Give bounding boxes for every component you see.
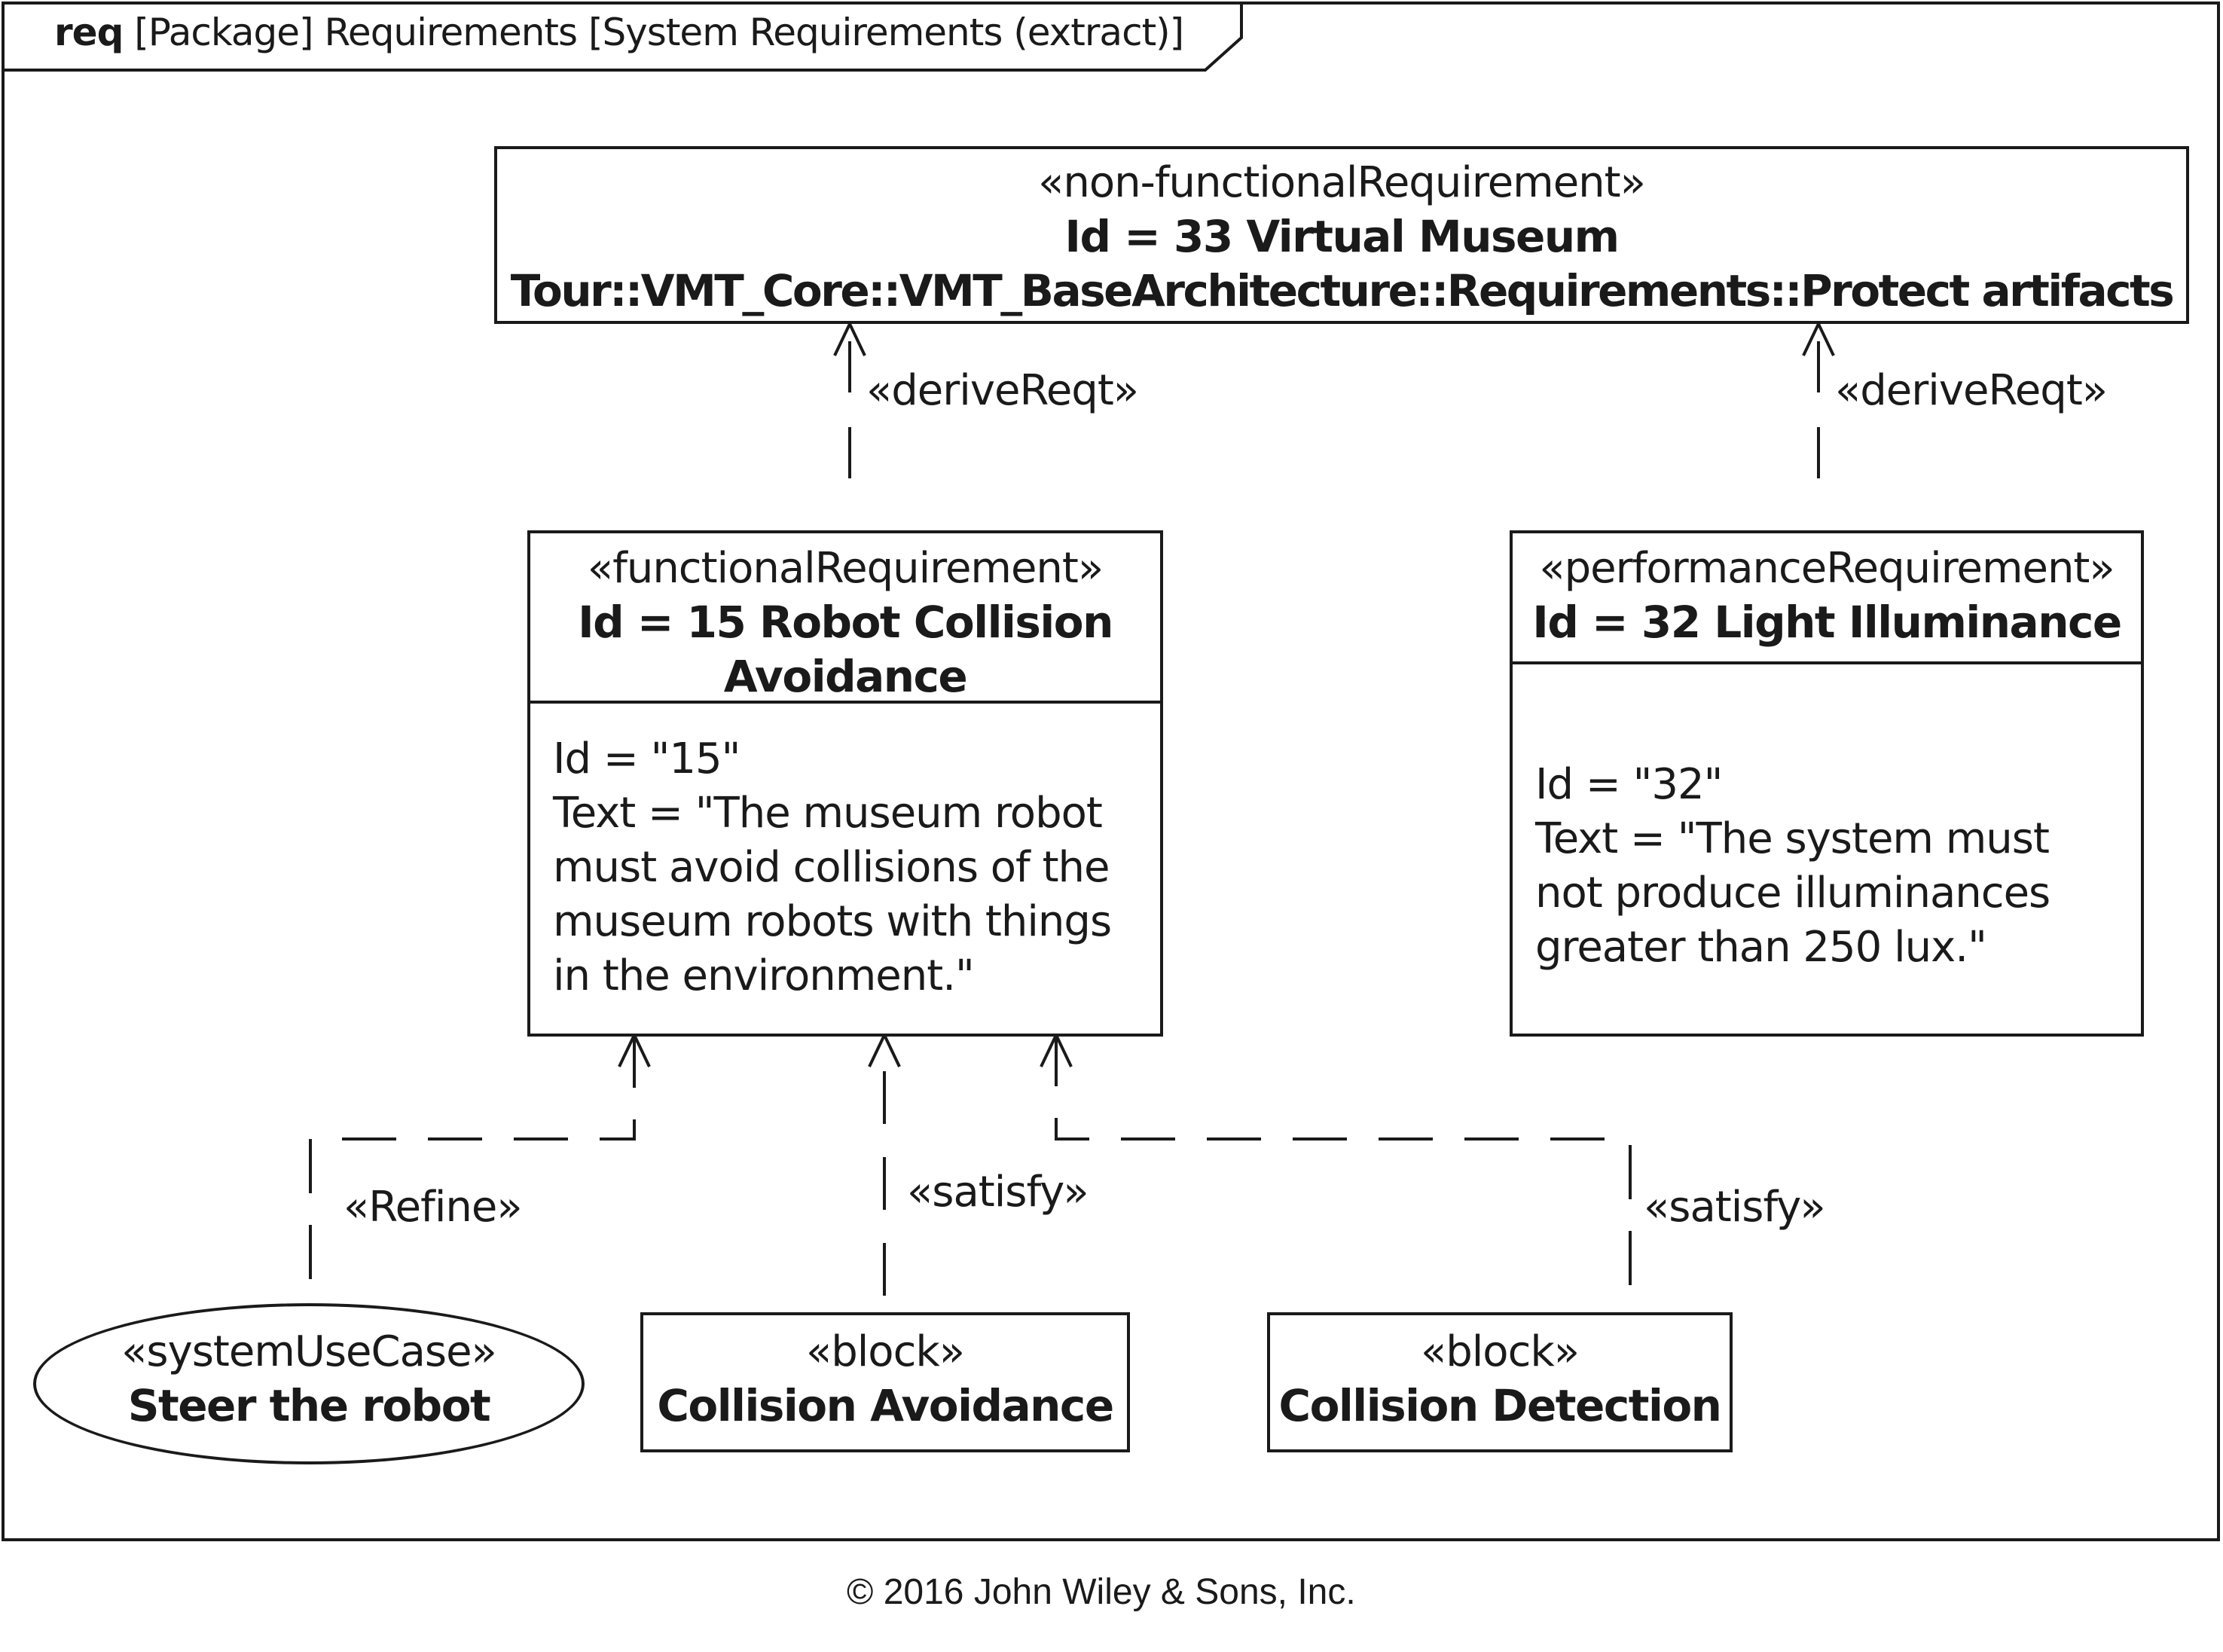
block2-stereotype: «block»	[1420, 1327, 1580, 1376]
fr-text-line: in the environment."	[553, 951, 975, 1000]
derive-label-right: «deriveReqt»	[1835, 366, 2108, 415]
fr-name-line2: Avoidance	[723, 651, 968, 702]
pr-stereotype: «performanceRequirement»	[1539, 544, 2115, 593]
fr-text-line: must avoid collisions of the	[553, 843, 1110, 892]
usecase-stereotype: «systemUseCase»	[121, 1327, 497, 1376]
nfr-stereotype: «non-functionalRequirement»	[1038, 158, 1646, 207]
refine-label: «Refine»	[344, 1183, 523, 1232]
pr-text-line: greater than 250 lux."	[1535, 923, 1987, 972]
satisfy-label-center: «satisfy»	[907, 1168, 1089, 1217]
nfr-name-line2: Tour::VMT_Core::VMT_BaseArchitecture::Re…	[510, 265, 2175, 316]
block1-name: Collision Avoidance	[657, 1380, 1114, 1431]
frame-heading: req [Package] Requirements [System Requi…	[54, 11, 1184, 54]
frame-title: [Package] Requirements [System Requireme…	[134, 11, 1184, 54]
fr-name-line1: Id = 15 Robot Collision	[578, 597, 1113, 648]
satisfy-line-right	[1055, 1035, 1632, 1285]
usecase-name: Steer the robot	[127, 1380, 491, 1431]
copyright-notice: © 2016 John Wiley & Sons, Inc.	[847, 1572, 1356, 1612]
fr-text-line: Text = "The museum robot	[553, 789, 1103, 838]
nonfunctional-requirement-box[interactable]: «non-functionalRequirement» Id = 33 Virt…	[494, 146, 2189, 324]
derive-label-left: «deriveReqt»	[866, 366, 1139, 415]
pr-text-line: not produce illuminances	[1535, 869, 2050, 918]
pr-compartment-divider	[1513, 661, 2141, 664]
fr-text-line: museum robots with things	[553, 897, 1112, 946]
diagram-frame	[2, 2, 2220, 1541]
pr-id-attribute: Id = "32"	[1535, 760, 1723, 809]
block-collision-avoidance[interactable]: «block» Collision Avoidance	[640, 1312, 1130, 1452]
performance-requirement-box[interactable]: «performanceRequirement» Id = 32 Light I…	[1510, 530, 2144, 1037]
derive-arrowhead-right	[1802, 320, 1835, 356]
fr-stereotype: «functionalRequirement»	[587, 544, 1104, 593]
satisfy-label-right: «satisfy»	[1644, 1183, 1826, 1232]
frame-tab-outline	[3, 3, 1243, 72]
derive-arrowhead-left	[833, 320, 866, 356]
pr-text-line: Text = "The system must	[1535, 814, 2050, 863]
system-use-case-ellipse[interactable]: «systemUseCase» Steer the robot	[33, 1303, 585, 1464]
fr-id-attribute: Id = "15"	[553, 734, 740, 783]
nfr-name-line1: Id = 33 Virtual Museum	[1064, 211, 1620, 262]
satisfy-arrowhead-center	[868, 1031, 901, 1067]
block-collision-detection[interactable]: «block» Collision Detection	[1267, 1312, 1733, 1452]
block2-name: Collision Detection	[1278, 1380, 1722, 1431]
pr-name: Id = 32 Light Illuminance	[1532, 597, 2122, 648]
block1-stereotype: «block»	[805, 1327, 965, 1376]
fr-compartment-divider	[530, 701, 1160, 704]
frame-kind: req	[54, 11, 124, 54]
refine-line	[309, 1035, 636, 1279]
functional-requirement-box[interactable]: «functionalRequirement» Id = 15 Robot Co…	[527, 530, 1163, 1037]
